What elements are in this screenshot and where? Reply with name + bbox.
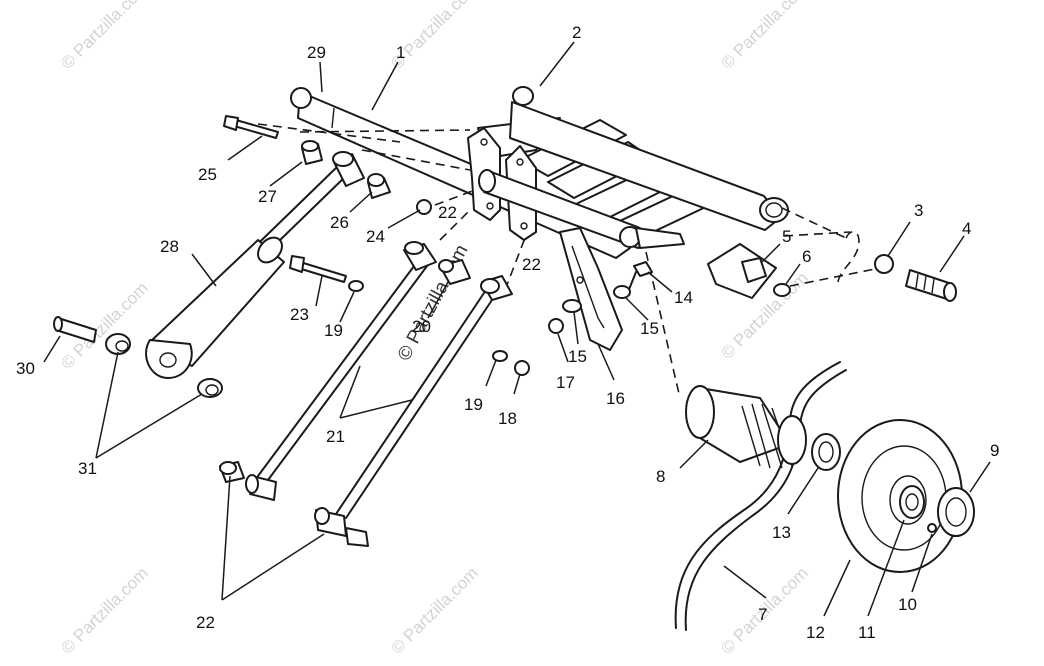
callout-22: 22 — [196, 613, 215, 632]
bushing — [345, 527, 369, 547]
callout-26: 26 — [330, 213, 349, 232]
bearing — [899, 485, 925, 519]
callout-27: 27 — [258, 187, 277, 206]
callout-28: 28 — [160, 237, 179, 256]
callout-24: 24 — [366, 227, 385, 246]
callout-19: 19 — [324, 321, 343, 340]
callout-22: 22 — [438, 203, 457, 222]
nut — [416, 199, 432, 215]
callout-labels: 29 1 2 3 4 5 6 7 8 9 10 11 12 13 14 15 1… — [16, 23, 999, 642]
callout-7: 7 — [758, 605, 767, 624]
callout-23: 23 — [290, 305, 309, 324]
washer — [562, 299, 582, 313]
shock-absorber — [53, 115, 432, 398]
nut — [548, 318, 564, 334]
callout-11: 11 — [858, 623, 876, 642]
callout-8: 8 — [656, 467, 665, 486]
watermark: © Partzilla.com — [57, 563, 151, 657]
callout-31: 31 — [78, 459, 97, 478]
callout-4: 4 — [962, 219, 971, 238]
clamp-bracket — [707, 243, 777, 299]
callout-14: 14 — [674, 288, 693, 307]
callout-6: 6 — [802, 247, 811, 266]
callout-1: 1 — [396, 43, 405, 62]
shaft-extension — [635, 227, 685, 249]
idler-assembly — [674, 361, 975, 631]
clip — [837, 230, 860, 283]
link-rods — [219, 241, 530, 547]
watermark: © Partzilla.com — [717, 0, 811, 73]
callout-15: 15 — [640, 319, 659, 338]
callout-15: 15 — [568, 347, 587, 366]
callout-13: 13 — [772, 523, 791, 542]
nut — [514, 360, 530, 376]
washer — [492, 350, 508, 362]
callout-3: 3 — [914, 201, 923, 220]
bushing — [105, 333, 131, 355]
washer — [874, 254, 894, 274]
callout-30: 30 — [16, 359, 35, 378]
rear-arm-frame — [290, 86, 789, 351]
callout-9: 9 — [990, 441, 999, 460]
bushing — [197, 378, 223, 398]
rear-tube-end — [512, 86, 534, 106]
screw — [927, 523, 937, 533]
callout-22: 22 — [522, 255, 541, 274]
hardware — [548, 230, 957, 334]
callout-19: 19 — [464, 395, 483, 414]
leader-lines — [43, 41, 991, 617]
bolt-14 — [633, 261, 653, 277]
shock-eye — [145, 339, 193, 379]
link-rod — [257, 257, 421, 477]
link-rod — [335, 289, 487, 515]
pivot-shaft-end — [290, 87, 312, 109]
callout-29: 29 — [307, 43, 326, 62]
washer — [811, 433, 841, 471]
callout-20: 20 — [412, 317, 431, 336]
callout-17: 17 — [556, 373, 575, 392]
bracket — [559, 227, 623, 351]
washer — [613, 285, 631, 299]
callout-5: 5 — [782, 227, 791, 246]
cable — [674, 361, 841, 629]
watermark: © Partzilla.com — [387, 563, 481, 657]
watermark: © Partzilla.com — [57, 0, 151, 73]
rear-tube-bore — [759, 197, 789, 223]
callout-10: 10 — [898, 595, 917, 614]
callout-18: 18 — [498, 409, 517, 428]
washer — [348, 280, 364, 292]
guide-lines — [257, 123, 881, 399]
bolt — [233, 119, 279, 139]
spacer — [937, 487, 975, 537]
callout-2: 2 — [572, 23, 581, 42]
callout-16: 16 — [606, 389, 625, 408]
callout-25: 25 — [198, 165, 217, 184]
rear-tube — [509, 101, 781, 231]
callout-12: 12 — [806, 623, 825, 642]
washer — [773, 283, 791, 297]
nut — [741, 257, 767, 283]
callout-21: 21 — [326, 427, 345, 446]
